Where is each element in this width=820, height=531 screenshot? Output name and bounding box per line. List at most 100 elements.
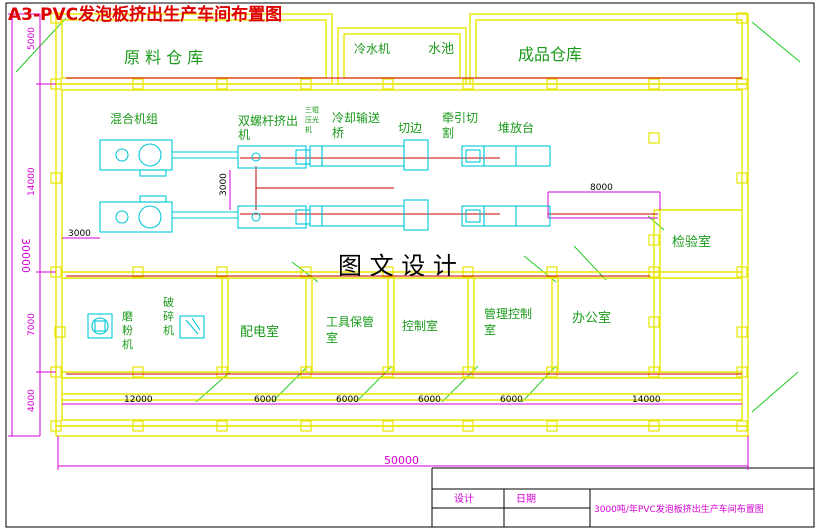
cooling-label-2: 桥 [332,126,344,140]
column-marker [300,420,312,432]
column-marker [736,366,748,378]
calender-b [309,205,323,227]
column-marker [216,266,228,278]
mill-label-3: 机 [122,337,133,351]
control-room-label: 控制室 [402,318,438,333]
chiller-label: 冷水机 [354,42,390,56]
mill-label-2: 粉 [122,324,133,337]
column-marker [382,420,394,432]
column-marker [736,78,748,90]
column-marker [382,366,394,378]
haul-off-a [461,145,485,167]
product-storage-label: 成品仓库 [518,45,582,64]
cooling-bridge-a [321,145,405,167]
column-marker [462,366,474,378]
column-marker [50,172,62,184]
drawing-frame [5,2,815,528]
column-marker [736,12,748,24]
stacker-a [483,145,551,167]
dim-seg-6000-d: 6000 [500,395,523,405]
crusher-machine [179,315,205,339]
column-marker [50,420,62,432]
cooling-label-1: 冷却输送 [332,110,380,125]
column-marker [462,78,474,90]
column-marker [648,132,660,144]
power-room-label: 配电室 [240,324,279,340]
tool-room-label-1: 工具保管 [326,314,374,329]
column-marker [216,366,228,378]
dimension-lines [8,13,749,470]
calender-label-2: 压光 [305,115,319,124]
column-marker [736,420,748,432]
column-marker [300,266,312,278]
mgmt-room-label-2: 室 [484,322,496,337]
column-marker [648,316,660,328]
column-marker [546,366,558,378]
extruder-b [237,205,311,229]
edge-cutter-b [403,199,429,231]
column-marker [216,420,228,432]
dim-total-height: 30000 [19,238,32,273]
dim-seg-6000-b: 6000 [336,395,359,405]
stacker-label: 堆放台 [498,120,534,135]
column-marker [546,420,558,432]
column-marker [300,78,312,90]
dim-seg-14000: 14000 [632,395,661,405]
dim-left-top: 5000 [27,27,37,50]
building-walls [55,13,749,437]
dim-seg-12000: 12000 [124,395,153,405]
column-marker [648,78,660,90]
column-marker [54,326,66,338]
column-marker [736,326,748,338]
column-marker [736,172,748,184]
dim-3000-vertical: 3000 [219,173,229,196]
pool-label: 水池 [428,42,454,57]
column-marker [382,78,394,90]
column-marker [50,12,62,24]
watermark: 图 文 设 计 [338,252,457,280]
column-marker [132,266,144,278]
column-marker [462,420,474,432]
crusher-label-3: 机 [163,323,174,337]
column-marker [736,266,748,278]
column-marker [132,366,144,378]
stacker-b [483,205,551,227]
extruder-label-1: 双螺杆挤出 [238,113,298,128]
building-columns [50,12,748,432]
haul-off-b [461,205,485,227]
column-marker [382,266,394,278]
dim-3000-horizontal: 3000 [68,229,91,239]
crusher-label-1: 破 [163,295,174,309]
drawing-title: A3-PVC发泡板挤出生产车间布置图 [8,4,282,25]
haul-label-1: 牵引切 [442,111,478,125]
edge-cutter-a [403,139,429,171]
title-block-design: 设计 [454,492,474,505]
edge-cut-label: 切边 [398,121,422,135]
production-equipment [87,139,551,339]
office-label: 办公室 [572,310,611,326]
leader-lines [15,17,801,413]
column-marker [462,266,474,278]
extruder-label-2: 机 [238,128,250,142]
dim-seg-6000-a: 6000 [254,395,277,405]
mixer-unit-b [99,195,238,233]
crusher-label-2: 碎 [163,309,174,323]
mill-machine [87,313,113,339]
column-marker [546,78,558,90]
calender-label-3: 机 [305,125,312,134]
inspection-label: 检验室 [672,234,711,250]
dim-seg-6000-c: 6000 [418,395,441,405]
column-marker [132,78,144,90]
mgmt-room-label-1: 管理控制 [484,306,532,321]
title-block-name: 3000吨/年PVC发泡板挤出生产车间布置图 [594,503,764,515]
mixer-label: 混合机组 [110,111,158,126]
dim-left-bottom: 4000 [27,389,37,412]
calender-a [309,145,323,167]
column-marker [648,266,660,278]
column-marker [132,420,144,432]
dim-total-width: 50000 [384,454,419,467]
mill-label-1: 磨 [122,310,133,323]
title-block-date: 日期 [516,493,536,505]
tool-room-label-2: 室 [326,330,338,345]
